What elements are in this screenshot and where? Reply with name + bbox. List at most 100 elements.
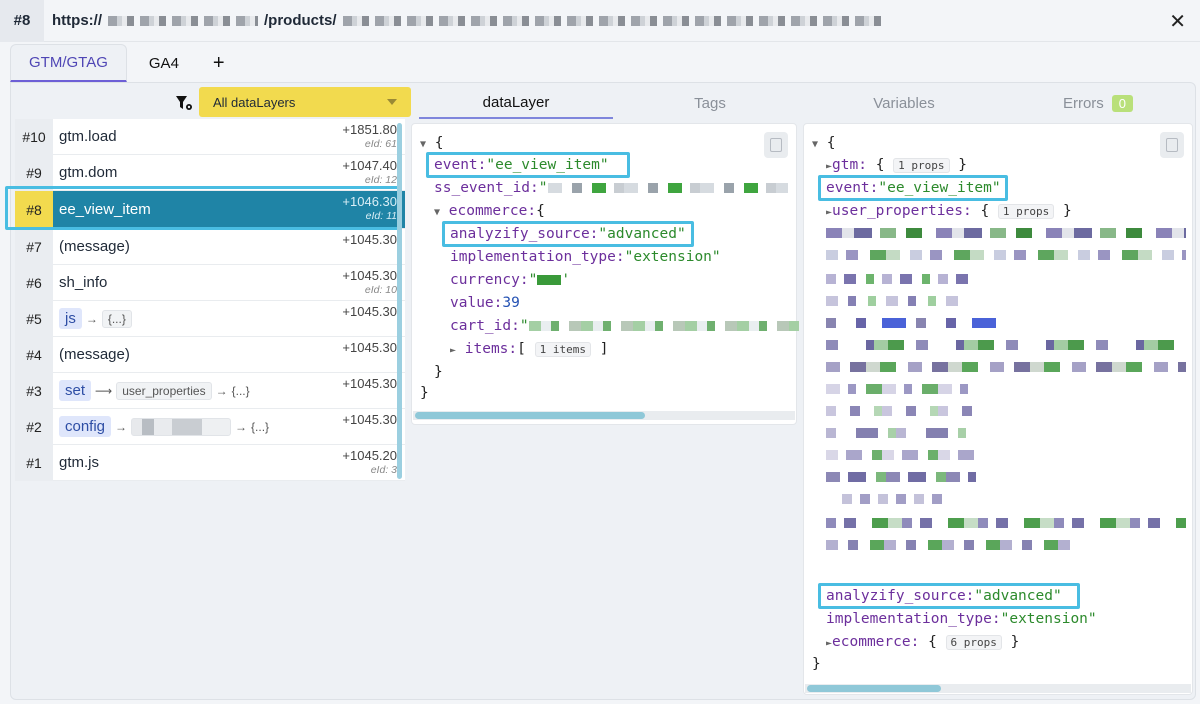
event-row[interactable]: #10 gtm.load +1851.80 eId: 61 [15,118,405,155]
tab-gtm-gtag[interactable]: GTM/GTAG [10,44,127,82]
event-row[interactable]: #1 gtm.js +1045.20 eId: 3 [15,444,405,481]
event-eid: eId: 61 [364,138,397,150]
event-time: +1045.20 [342,448,397,463]
event-row[interactable]: #2 config → → {...} +1045.30 [15,408,405,445]
event-row[interactable]: #4 (message) +1045.30 [15,336,405,373]
collapse-triangle-icon[interactable]: ▼ [420,139,427,150]
json-brace: { [826,135,836,151]
json-key: analyzify_source: [826,588,975,604]
arrow-icon: → [85,311,98,326]
tab-ga4[interactable]: GA4 [148,54,179,72]
event-eid: eId: 10 [364,284,397,296]
json-brace: } [1063,203,1072,219]
filter-row: All dataLayers [15,87,411,119]
copy-icon[interactable] [764,132,788,158]
horizontal-scrollbar[interactable] [415,412,645,419]
json-bracket: [ [517,341,526,357]
event-number: #9 [15,154,53,191]
expand-triangle-icon[interactable]: ► [826,638,833,649]
close-icon[interactable]: ✕ [1169,11,1186,33]
props-count: 6 props [945,635,1002,650]
event-name: (message) [59,238,130,255]
datalayer-filter-select[interactable]: All dataLayers [199,87,411,117]
collapse-triangle-icon[interactable]: ▼ [812,139,819,150]
url-redacted-slug [342,15,883,26]
json-key: ss_event_id: [434,180,539,196]
event-row[interactable]: #5 js → {...} +1045.30 [15,300,405,337]
event-name: gtm.dom [59,164,118,181]
expand-triangle-icon[interactable]: ► [826,161,833,172]
json-string: "extension" [1000,611,1097,627]
datalayer-push-panel: ▼ { event:"ee_view_item" ss_event_id:" ▼… [411,123,799,425]
horizontal-scrollbar[interactable] [807,685,941,692]
command-pill: set [59,380,92,401]
event-name: ee_view_item [59,201,151,218]
top-tabs: GTM/GTAG GA4 + [10,44,237,82]
event-row-selected[interactable]: #8 ee_view_item +1046.30 eId: 11 [15,190,405,229]
json-brace: { [875,157,885,173]
json-key: event: [434,157,487,173]
json-key: ecommerce: [832,634,920,650]
event-number: #6 [15,264,53,301]
event-eid: eId: 3 [370,464,397,476]
event-number: #7 [15,228,53,265]
event-time: +1045.30 [342,376,397,391]
arrow-icon: → [215,383,228,398]
arg-object: {...} [251,419,270,434]
copy-icon[interactable] [1160,132,1184,158]
command-pill: config [59,416,112,437]
url-path: /products/ [264,12,337,29]
json-brace: } [1010,634,1020,650]
redacted-value [547,183,788,193]
event-time: +1045.30 [342,268,397,283]
json-bracket: ] [599,341,609,357]
tab-errors[interactable]: Errors 0 [1001,87,1195,119]
event-time: +1046.30 [342,194,397,209]
arrow-icon: ⟶ [95,383,113,398]
event-row[interactable]: #6 sh_info +1045.30 eId: 10 [15,264,405,301]
event-row[interactable]: #9 gtm.dom +1047.40 eId: 12 [15,154,405,191]
event-number: #5 [15,300,53,337]
event-command: set ⟶ user_properties → {...} [59,380,250,401]
json-number: 39 [502,295,520,311]
tab-tags[interactable]: Tags [694,94,726,112]
tab-variables[interactable]: Variables [873,94,935,112]
json-brace: } [420,385,429,401]
json-string: " [519,318,529,334]
event-number: #4 [15,336,53,373]
command-pill: js [59,308,82,329]
event-list: #10 gtm.load +1851.80 eId: 61 #9 gtm.dom… [15,118,405,481]
event-list-scrollbar[interactable] [397,123,402,479]
json-string: ' [561,272,571,288]
redacted-value [537,275,562,285]
expand-triangle-icon[interactable]: ► [450,345,457,356]
tab-datalayer[interactable]: dataLayer [419,87,613,119]
merged-state-panel: ▼ { ►gtm: { 1 props } event:"ee_view_ite… [803,123,1193,695]
arrow-icon: → [235,419,248,434]
url-event-number: #8 [0,0,44,42]
url-prefix: https:// [52,12,102,29]
json-key: value: [450,295,503,311]
event-eid: eId: 12 [364,174,397,186]
filter-settings-icon[interactable] [175,95,193,111]
event-row[interactable]: #3 set ⟶ user_properties → {...} +1045.3… [15,372,405,409]
json-key: currency: [450,272,529,288]
filter-selected-value: All dataLayers [213,94,296,110]
collapse-triangle-icon[interactable]: ▼ [434,207,441,218]
event-time: +1045.30 [342,412,397,427]
arg-chip: {...} [101,309,132,328]
expand-triangle-icon[interactable]: ► [826,207,833,218]
tab-errors-label: Errors [1062,94,1104,112]
add-tab-button[interactable]: + [212,51,225,74]
url-redacted-host [108,15,258,26]
detail-tabs: dataLayer Tags Variables Errors 0 [419,87,1195,119]
json-key: gtm: [832,157,867,173]
json-brace: { [928,634,937,650]
main-panel: All dataLayers #10 gtm.load +1851.80 eId… [5,82,1196,700]
event-number: #10 [15,118,53,155]
chevron-down-icon [387,99,397,105]
event-name: gtm.load [59,128,117,145]
event-row[interactable]: #7 (message) +1045.30 [15,228,405,265]
arg-chip: user_properties [116,381,212,400]
event-name: (message) [59,346,130,363]
